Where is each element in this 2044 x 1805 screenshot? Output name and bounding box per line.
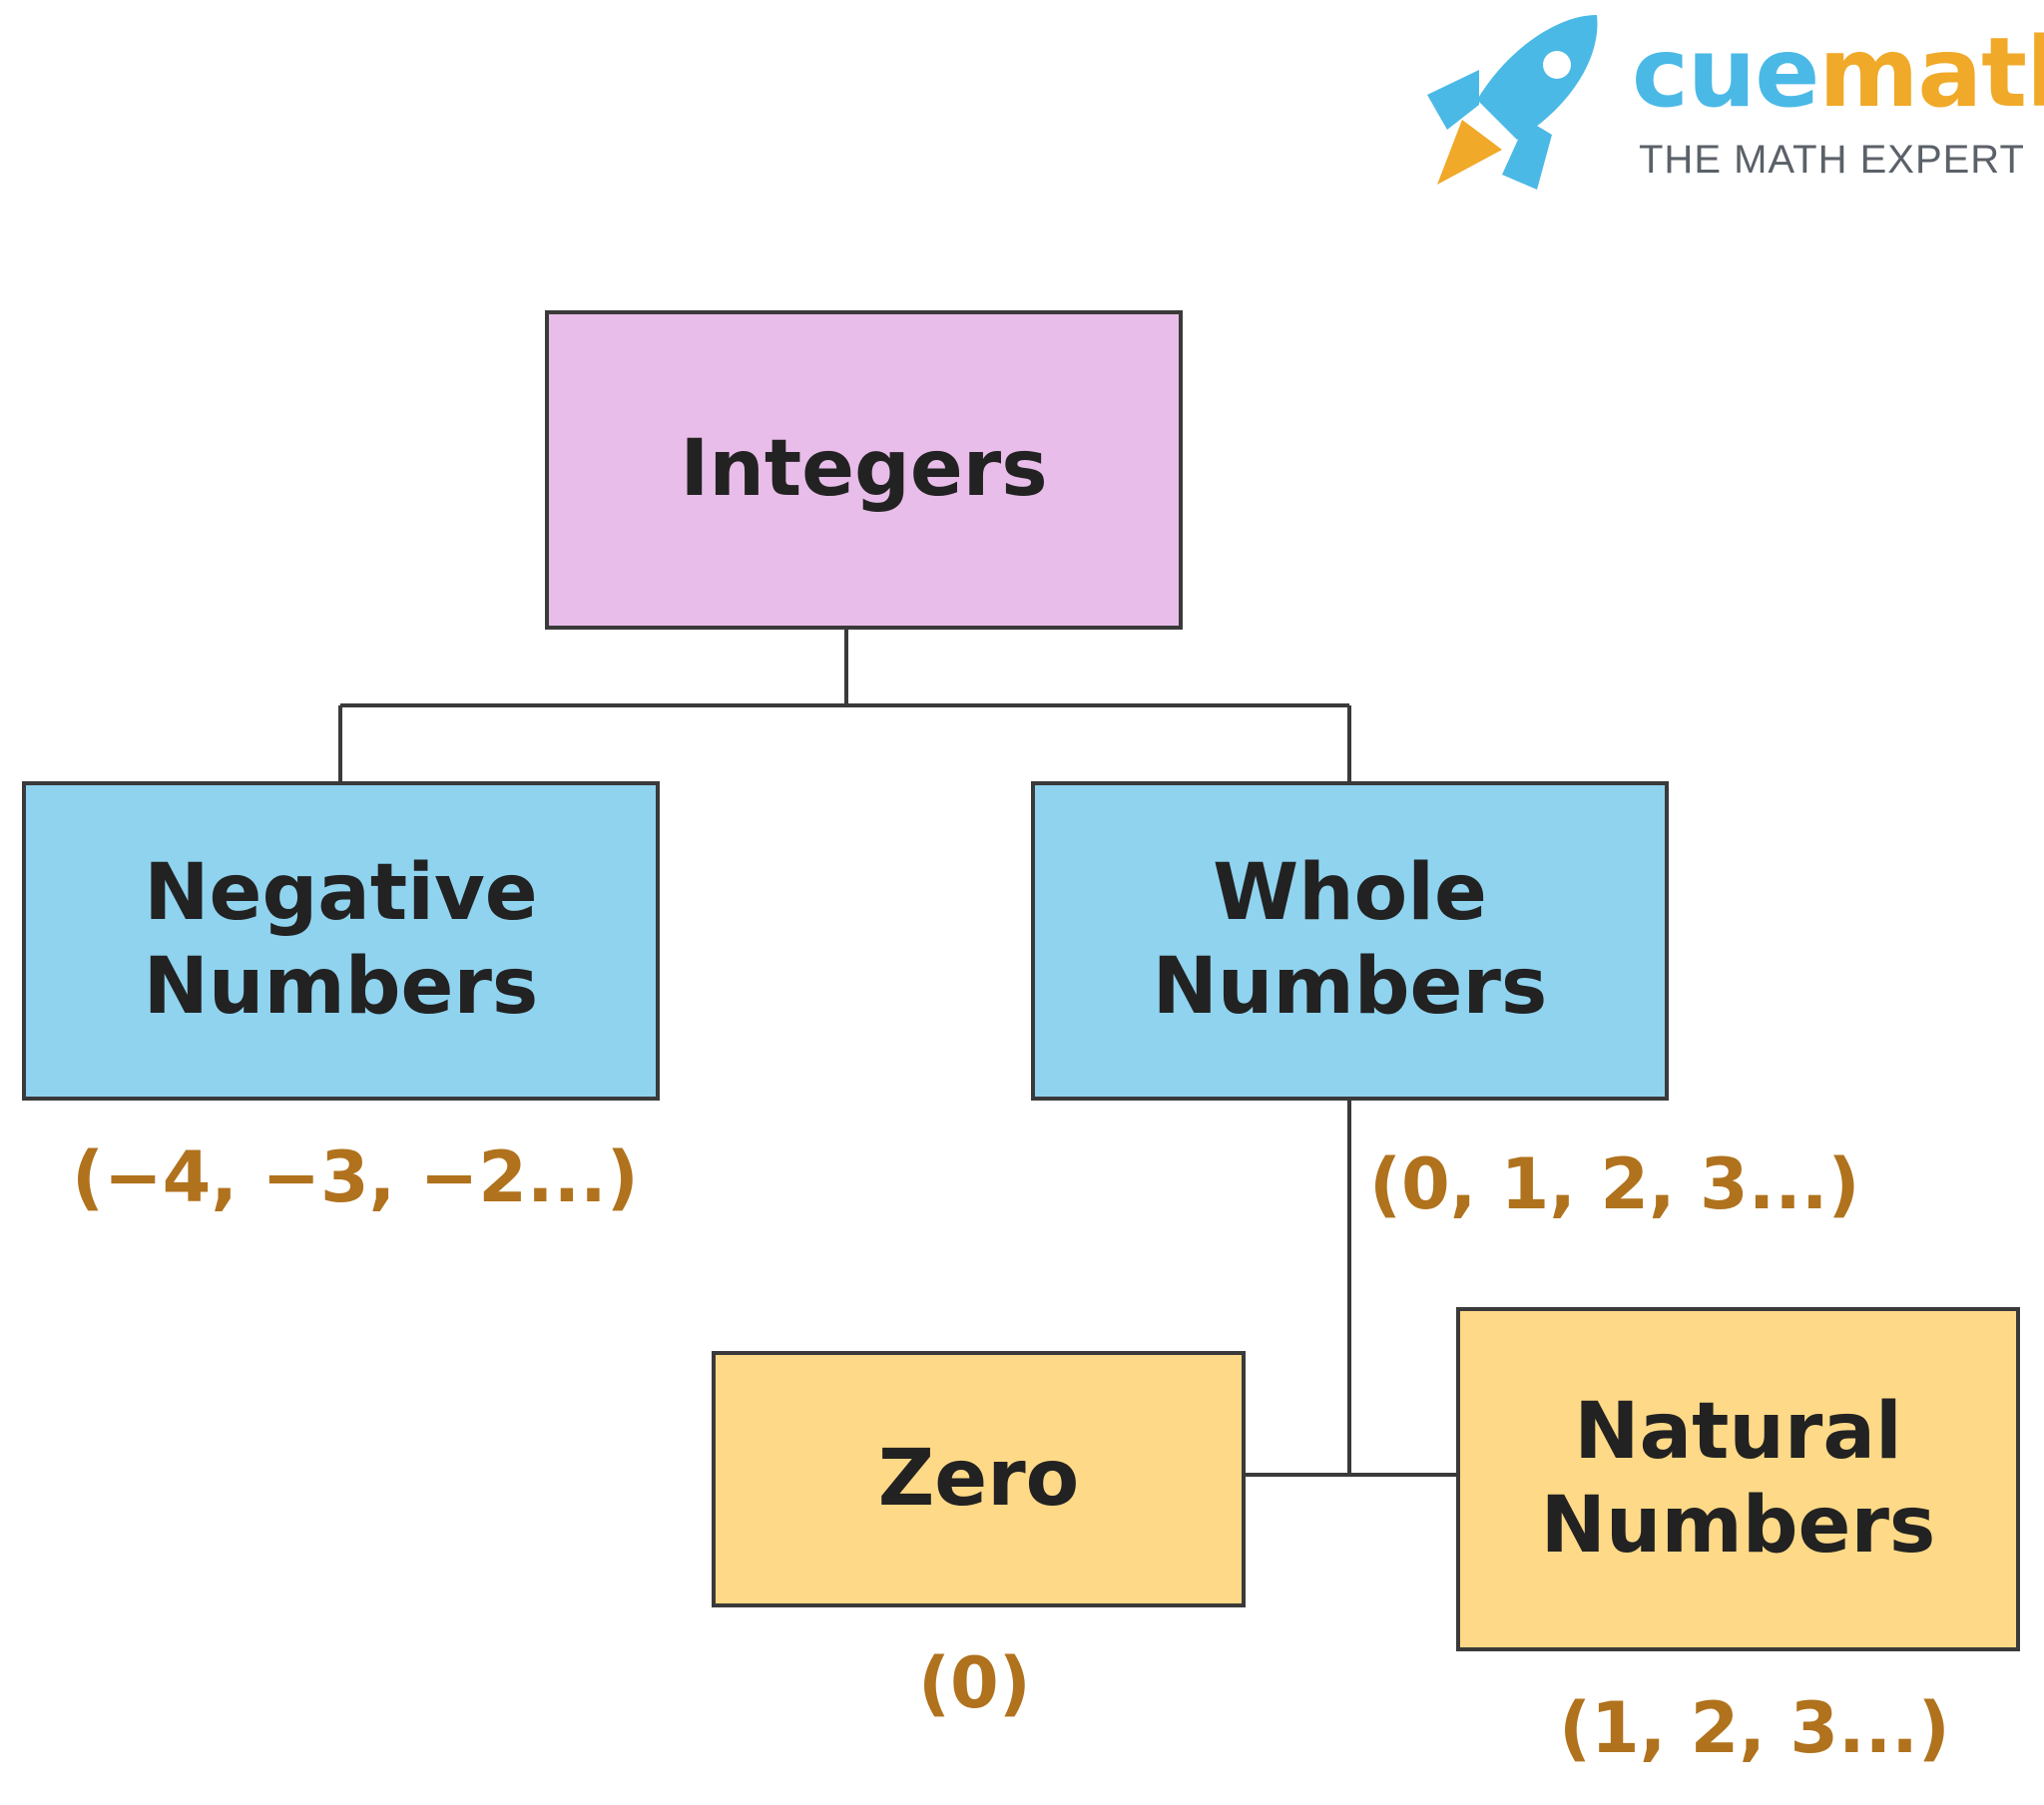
wordmark-math: math bbox=[1818, 17, 2044, 129]
negative-numbers-node: Negative Numbers bbox=[22, 781, 660, 1101]
integers-node: Integers bbox=[545, 310, 1183, 630]
rocket-icon bbox=[1427, 15, 1598, 190]
whole-numbers-label-line2: Numbers bbox=[1152, 942, 1548, 1032]
natural-numbers-range: (1, 2, 3...) bbox=[1559, 1687, 1950, 1769]
cuemath-logo: cuemath THE MATH EXPERT bbox=[1417, 10, 2044, 190]
cuemath-wordmark: cuemath bbox=[1632, 25, 2044, 121]
zero-range: (0) bbox=[918, 1642, 1031, 1724]
zero-label: Zero bbox=[877, 1433, 1080, 1524]
integers-label: Integers bbox=[680, 424, 1048, 515]
logo-tagline: THE MATH EXPERT bbox=[1639, 138, 2025, 182]
negative-numbers-label-line2: Numbers bbox=[143, 942, 539, 1032]
zero-node: Zero bbox=[712, 1351, 1246, 1607]
whole-numbers-range: (0, 1, 2, 3...) bbox=[1369, 1143, 1860, 1225]
whole-numbers-node: Whole Numbers bbox=[1031, 781, 1669, 1101]
negative-numbers-range: (−4, −3, −2...) bbox=[72, 1136, 639, 1218]
whole-numbers-label-line1: Whole bbox=[1213, 848, 1487, 939]
wordmark-cue: cue bbox=[1632, 17, 1819, 129]
natural-numbers-node: Natural Numbers bbox=[1456, 1307, 2020, 1651]
negative-numbers-label-line1: Negative bbox=[144, 848, 538, 939]
natural-numbers-label-line1: Natural bbox=[1574, 1386, 1902, 1477]
natural-numbers-label-line2: Numbers bbox=[1540, 1480, 1936, 1571]
